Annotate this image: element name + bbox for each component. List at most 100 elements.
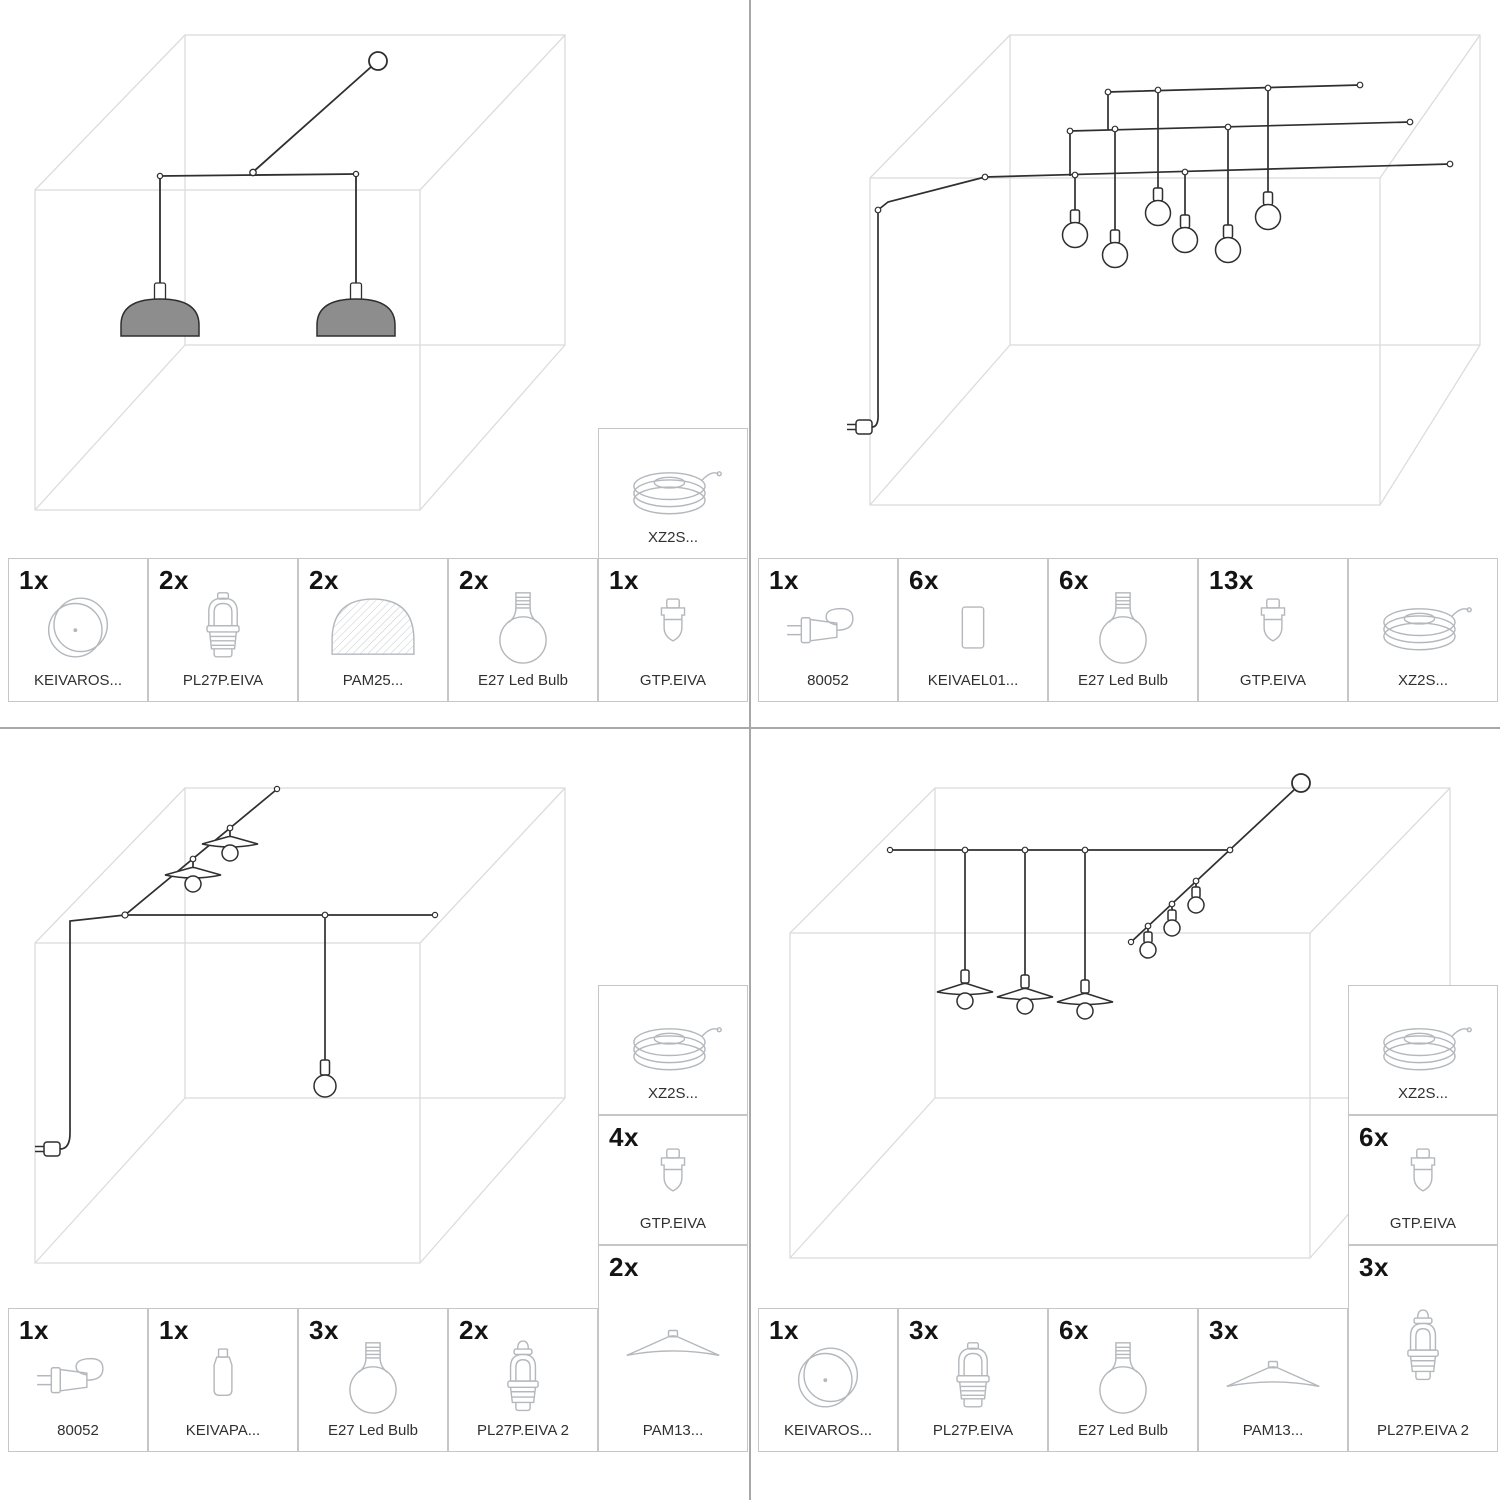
ceiling-rose-icon xyxy=(772,1338,884,1418)
part-code: XZ2S... xyxy=(1397,1085,1449,1102)
part-quantity: 1x xyxy=(609,565,639,595)
part-code: GTP.EIVA xyxy=(1239,672,1307,689)
part-code: KEIVAROS... xyxy=(783,1422,873,1439)
part-quantity: 2x xyxy=(309,565,339,595)
part-code: XZ2S... xyxy=(647,1085,699,1102)
part-code: E27 Led Bulb xyxy=(1077,1422,1169,1439)
part-cell: XZ2S... xyxy=(1348,985,1498,1115)
cable-clip-icon xyxy=(917,588,1029,668)
flat-shade-icon xyxy=(617,1307,729,1387)
part-code: XZ2S... xyxy=(1397,672,1449,689)
installation-diagram-three-pendants xyxy=(789,773,1451,1259)
room-cube xyxy=(869,34,1481,506)
cable-gland-icon xyxy=(617,588,729,668)
part-quantity: 6x xyxy=(909,565,939,595)
part-code: 80052 xyxy=(807,672,849,689)
ceiling-hook xyxy=(368,51,388,71)
room-cube xyxy=(34,34,566,511)
lamp-holder-hook-icon xyxy=(1367,1307,1479,1387)
part-code: PL27P.EIVA xyxy=(182,672,264,689)
room-cube xyxy=(789,787,1451,1259)
part-code: E27 Led Bulb xyxy=(1077,672,1169,689)
cable-gland-icon xyxy=(617,1138,729,1218)
part-code: KEIVAROS... xyxy=(33,672,123,689)
connectors xyxy=(886,846,1234,946)
plug-icon xyxy=(22,1338,134,1418)
lamp-holder-hook-icon xyxy=(467,1338,579,1418)
dome-shades xyxy=(120,298,396,337)
cable-coil-icon xyxy=(617,452,729,532)
part-quantity: 6x xyxy=(1059,565,1089,595)
part-cell: XZ2S... xyxy=(598,985,748,1115)
part-code: PL27P.EIVA 2 xyxy=(476,1422,570,1439)
cable-gland-icon xyxy=(1217,588,1329,668)
led-bulb-icon xyxy=(317,1338,429,1418)
part-code: E27 Led Bulb xyxy=(477,672,569,689)
led-bulb-icon xyxy=(467,588,579,668)
lamp-holder-icon xyxy=(167,588,279,668)
cable-gland-icon xyxy=(1367,1138,1479,1218)
part-code: PAM25... xyxy=(342,672,404,689)
part-code: PL27P.EIVA xyxy=(932,1422,1014,1439)
horizontal-divider xyxy=(0,727,1500,729)
led-bulb-icon xyxy=(1067,1338,1179,1418)
part-code: GTP.EIVA xyxy=(639,672,707,689)
part-quantity: 4x xyxy=(609,1122,639,1152)
part-quantity: 6x xyxy=(1359,1122,1389,1152)
connectors xyxy=(121,785,439,919)
cable-drawing xyxy=(871,84,1451,428)
cable-drawing xyxy=(890,788,1296,980)
part-code: PAM13... xyxy=(642,1422,704,1439)
part-code: XZ2S... xyxy=(647,529,699,546)
wall-plug xyxy=(847,419,873,435)
part-cell: XZ2S... xyxy=(598,428,748,559)
part-quantity: 3x xyxy=(1359,1252,1389,1282)
cable-coil-icon xyxy=(1367,588,1479,668)
part-quantity: 1x xyxy=(769,1315,799,1345)
dome-shade-icon xyxy=(317,588,429,668)
part-quantity: 1x xyxy=(19,1315,49,1345)
cable-drawing xyxy=(159,51,388,284)
part-quantity: 1x xyxy=(19,565,49,595)
paint-bottle-icon xyxy=(167,1338,279,1418)
connectors xyxy=(153,168,363,301)
part-quantity: 2x xyxy=(609,1252,639,1282)
part-quantity: 3x xyxy=(1209,1315,1239,1345)
part-quantity: 2x xyxy=(459,1315,489,1345)
lamps xyxy=(164,835,337,1098)
wall-plug xyxy=(35,1141,61,1157)
part-quantity: 13x xyxy=(1209,565,1254,595)
cable-drawing xyxy=(59,789,435,1150)
part-code: GTP.EIVA xyxy=(1389,1215,1457,1232)
part-code: E27 Led Bulb xyxy=(327,1422,419,1439)
vertical-divider xyxy=(749,0,751,1500)
part-quantity: 1x xyxy=(159,1315,189,1345)
part-quantity: 6x xyxy=(1059,1315,1089,1345)
part-code: KEIVAPA... xyxy=(185,1422,261,1439)
part-code: PAM13... xyxy=(1242,1422,1304,1439)
part-quantity: 2x xyxy=(459,565,489,595)
installation-diagram-ceiling-grid xyxy=(847,34,1481,506)
part-code: KEIVAEL01... xyxy=(927,672,1019,689)
